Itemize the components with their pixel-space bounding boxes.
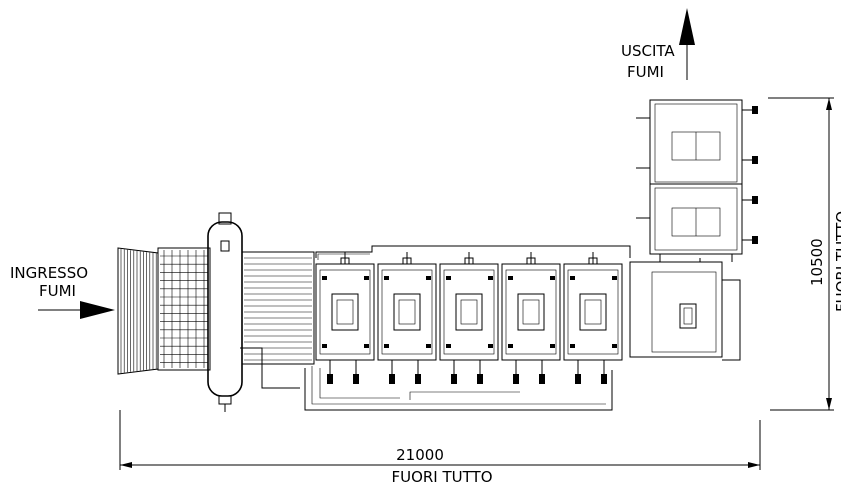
end-box <box>629 258 741 361</box>
process-module <box>501 252 561 384</box>
process-modules <box>315 252 623 384</box>
outlet-label-line1: USCITA <box>621 42 675 60</box>
outlet-flow-arrow <box>679 8 695 80</box>
exhaust-stack <box>636 99 758 262</box>
outlet-label-line2: FUMI <box>627 63 664 81</box>
vertical-drum <box>207 212 243 412</box>
process-module <box>377 252 437 384</box>
vertical-dimension-caption: FUORI TUTTO <box>833 211 841 312</box>
horizontal-dimension-value: 21000 <box>396 446 444 464</box>
horizontal-dimension-caption: FUORI TUTTO <box>391 468 492 485</box>
process-module <box>439 252 499 384</box>
inlet-flow-arrow <box>38 301 115 319</box>
process-module <box>563 252 623 384</box>
inlet-label-line2: FUMI <box>39 282 76 300</box>
vertical-dimension <box>768 97 834 411</box>
bottom-piping <box>240 347 613 411</box>
top-header-pipe <box>315 245 631 260</box>
horizontal-dimension <box>119 410 761 470</box>
inlet-hood <box>117 247 159 375</box>
inlet-exchanger <box>157 247 211 371</box>
process-module <box>315 252 375 384</box>
inlet-label-line1: INGRESSO <box>10 264 88 282</box>
tube-bundle <box>241 251 315 365</box>
vertical-dimension-value: 10500 <box>808 238 826 286</box>
